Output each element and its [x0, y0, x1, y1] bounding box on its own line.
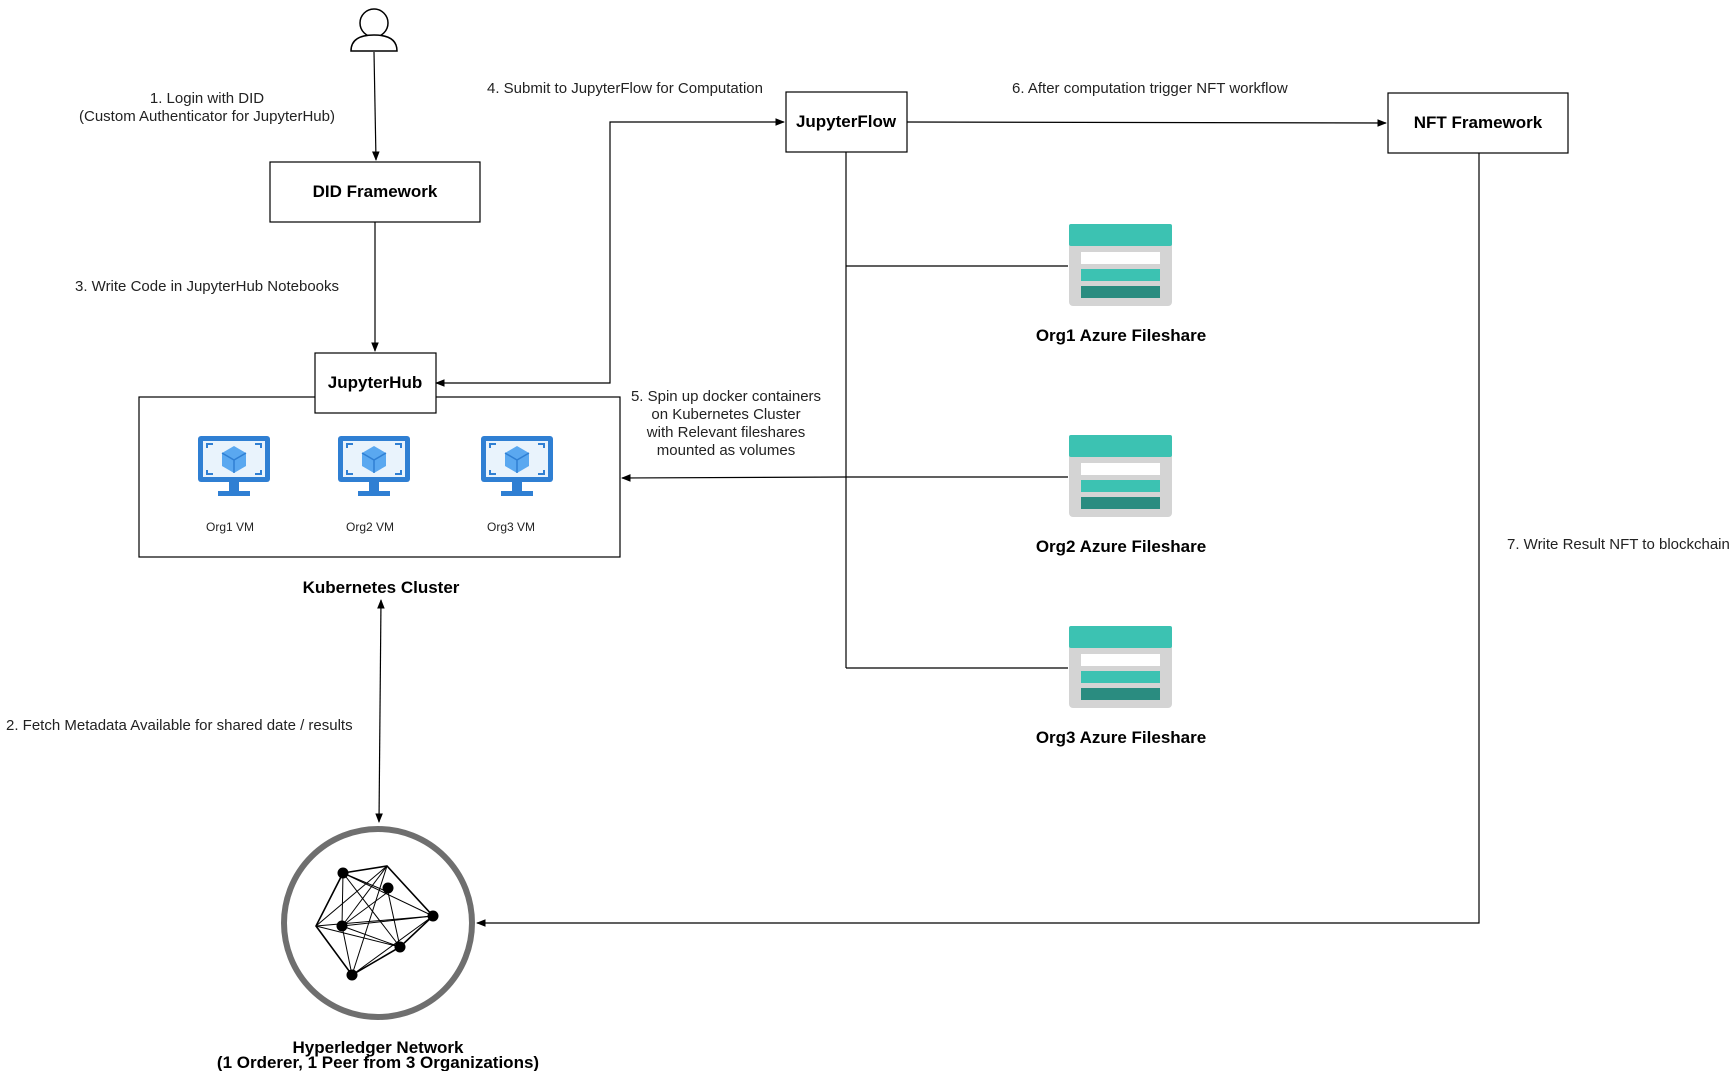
- kubernetes-cluster-label: Kubernetes Cluster: [303, 578, 460, 597]
- edge-fetch-metadata: [375, 599, 385, 823]
- nft-framework-label: NFT Framework: [1414, 113, 1543, 132]
- edge-label-spin-4: mounted as volumes: [657, 442, 795, 459]
- jupyterhub-node[interactable]: JupyterHub: [314, 352, 437, 414]
- edge-login: [372, 51, 380, 161]
- azure-fileshare-icon: [1069, 224, 1172, 306]
- azure-fileshare-icon: [1069, 435, 1172, 517]
- edge-label-login-2: (Custom Authenticator for JupyterHub): [79, 108, 335, 125]
- fileshare-label-org2: Org2 Azure Fileshare: [1036, 537, 1206, 556]
- edge-trigger-nft: [906, 119, 1387, 127]
- hyperledger-title: Hyperledger Network: [293, 1038, 465, 1057]
- vm-label-org3: Org3 VM: [487, 520, 535, 534]
- vm-org2: Org2 VM: [338, 436, 410, 534]
- edge-write-result: [476, 153, 1480, 927]
- edge-submit: [435, 118, 785, 387]
- virtual-machine-icon: [198, 436, 270, 496]
- vm-label-org2: Org2 VM: [346, 520, 394, 534]
- edge-label-spin-2: on Kubernetes Cluster: [651, 406, 800, 423]
- azure-fileshare-icon: [1069, 626, 1172, 708]
- vm-label-org1: Org1 VM: [206, 520, 254, 534]
- edge-label-write-result: 7. Write Result NFT to blockchain: [1507, 536, 1730, 553]
- user-icon: [350, 8, 398, 52]
- fileshare-label-org1: Org1 Azure Fileshare: [1036, 326, 1206, 345]
- virtual-machine-icon: [338, 436, 410, 496]
- fileshare-org2: Org2 Azure Fileshare: [1036, 435, 1206, 556]
- hyperledger-subtitle: (1 Orderer, 1 Peer from 3 Organizations): [217, 1053, 539, 1071]
- edge-spin-up: [621, 474, 847, 482]
- edge-label-fetch-metadata: 2. Fetch Metadata Available for shared d…: [6, 717, 353, 734]
- edge-label-write-code: 3. Write Code in JupyterHub Notebooks: [75, 278, 339, 295]
- did-framework-label: DID Framework: [313, 182, 438, 201]
- edge-label-spin-3: with Relevant fileshares: [646, 424, 805, 441]
- jupyterhub-label: JupyterHub: [328, 373, 422, 392]
- edge-label-spin-1: 5. Spin up docker containers: [631, 388, 821, 405]
- vm-org3: Org3 VM: [481, 436, 553, 534]
- fileshare-label-org3: Org3 Azure Fileshare: [1036, 728, 1206, 747]
- jupyterflow-label: JupyterFlow: [796, 112, 897, 131]
- jupyterflow-node[interactable]: JupyterFlow: [785, 91, 908, 153]
- edge-label-submit: 4. Submit to JupyterFlow for Computation: [487, 80, 763, 97]
- vm-org1: Org1 VM: [198, 436, 270, 534]
- fileshare-org3: Org3 Azure Fileshare: [1036, 626, 1206, 747]
- fileshare-org1: Org1 Azure Fileshare: [1036, 224, 1206, 345]
- nft-framework-node[interactable]: NFT Framework: [1387, 92, 1569, 154]
- hyperledger-network-icon: [281, 826, 475, 1020]
- edge-label-trigger-nft: 6. After computation trigger NFT workflo…: [1012, 80, 1288, 97]
- virtual-machine-icon: [481, 436, 553, 496]
- edge-label-login-1: 1. Login with DID: [150, 90, 264, 107]
- did-framework-node[interactable]: DID Framework: [269, 161, 481, 223]
